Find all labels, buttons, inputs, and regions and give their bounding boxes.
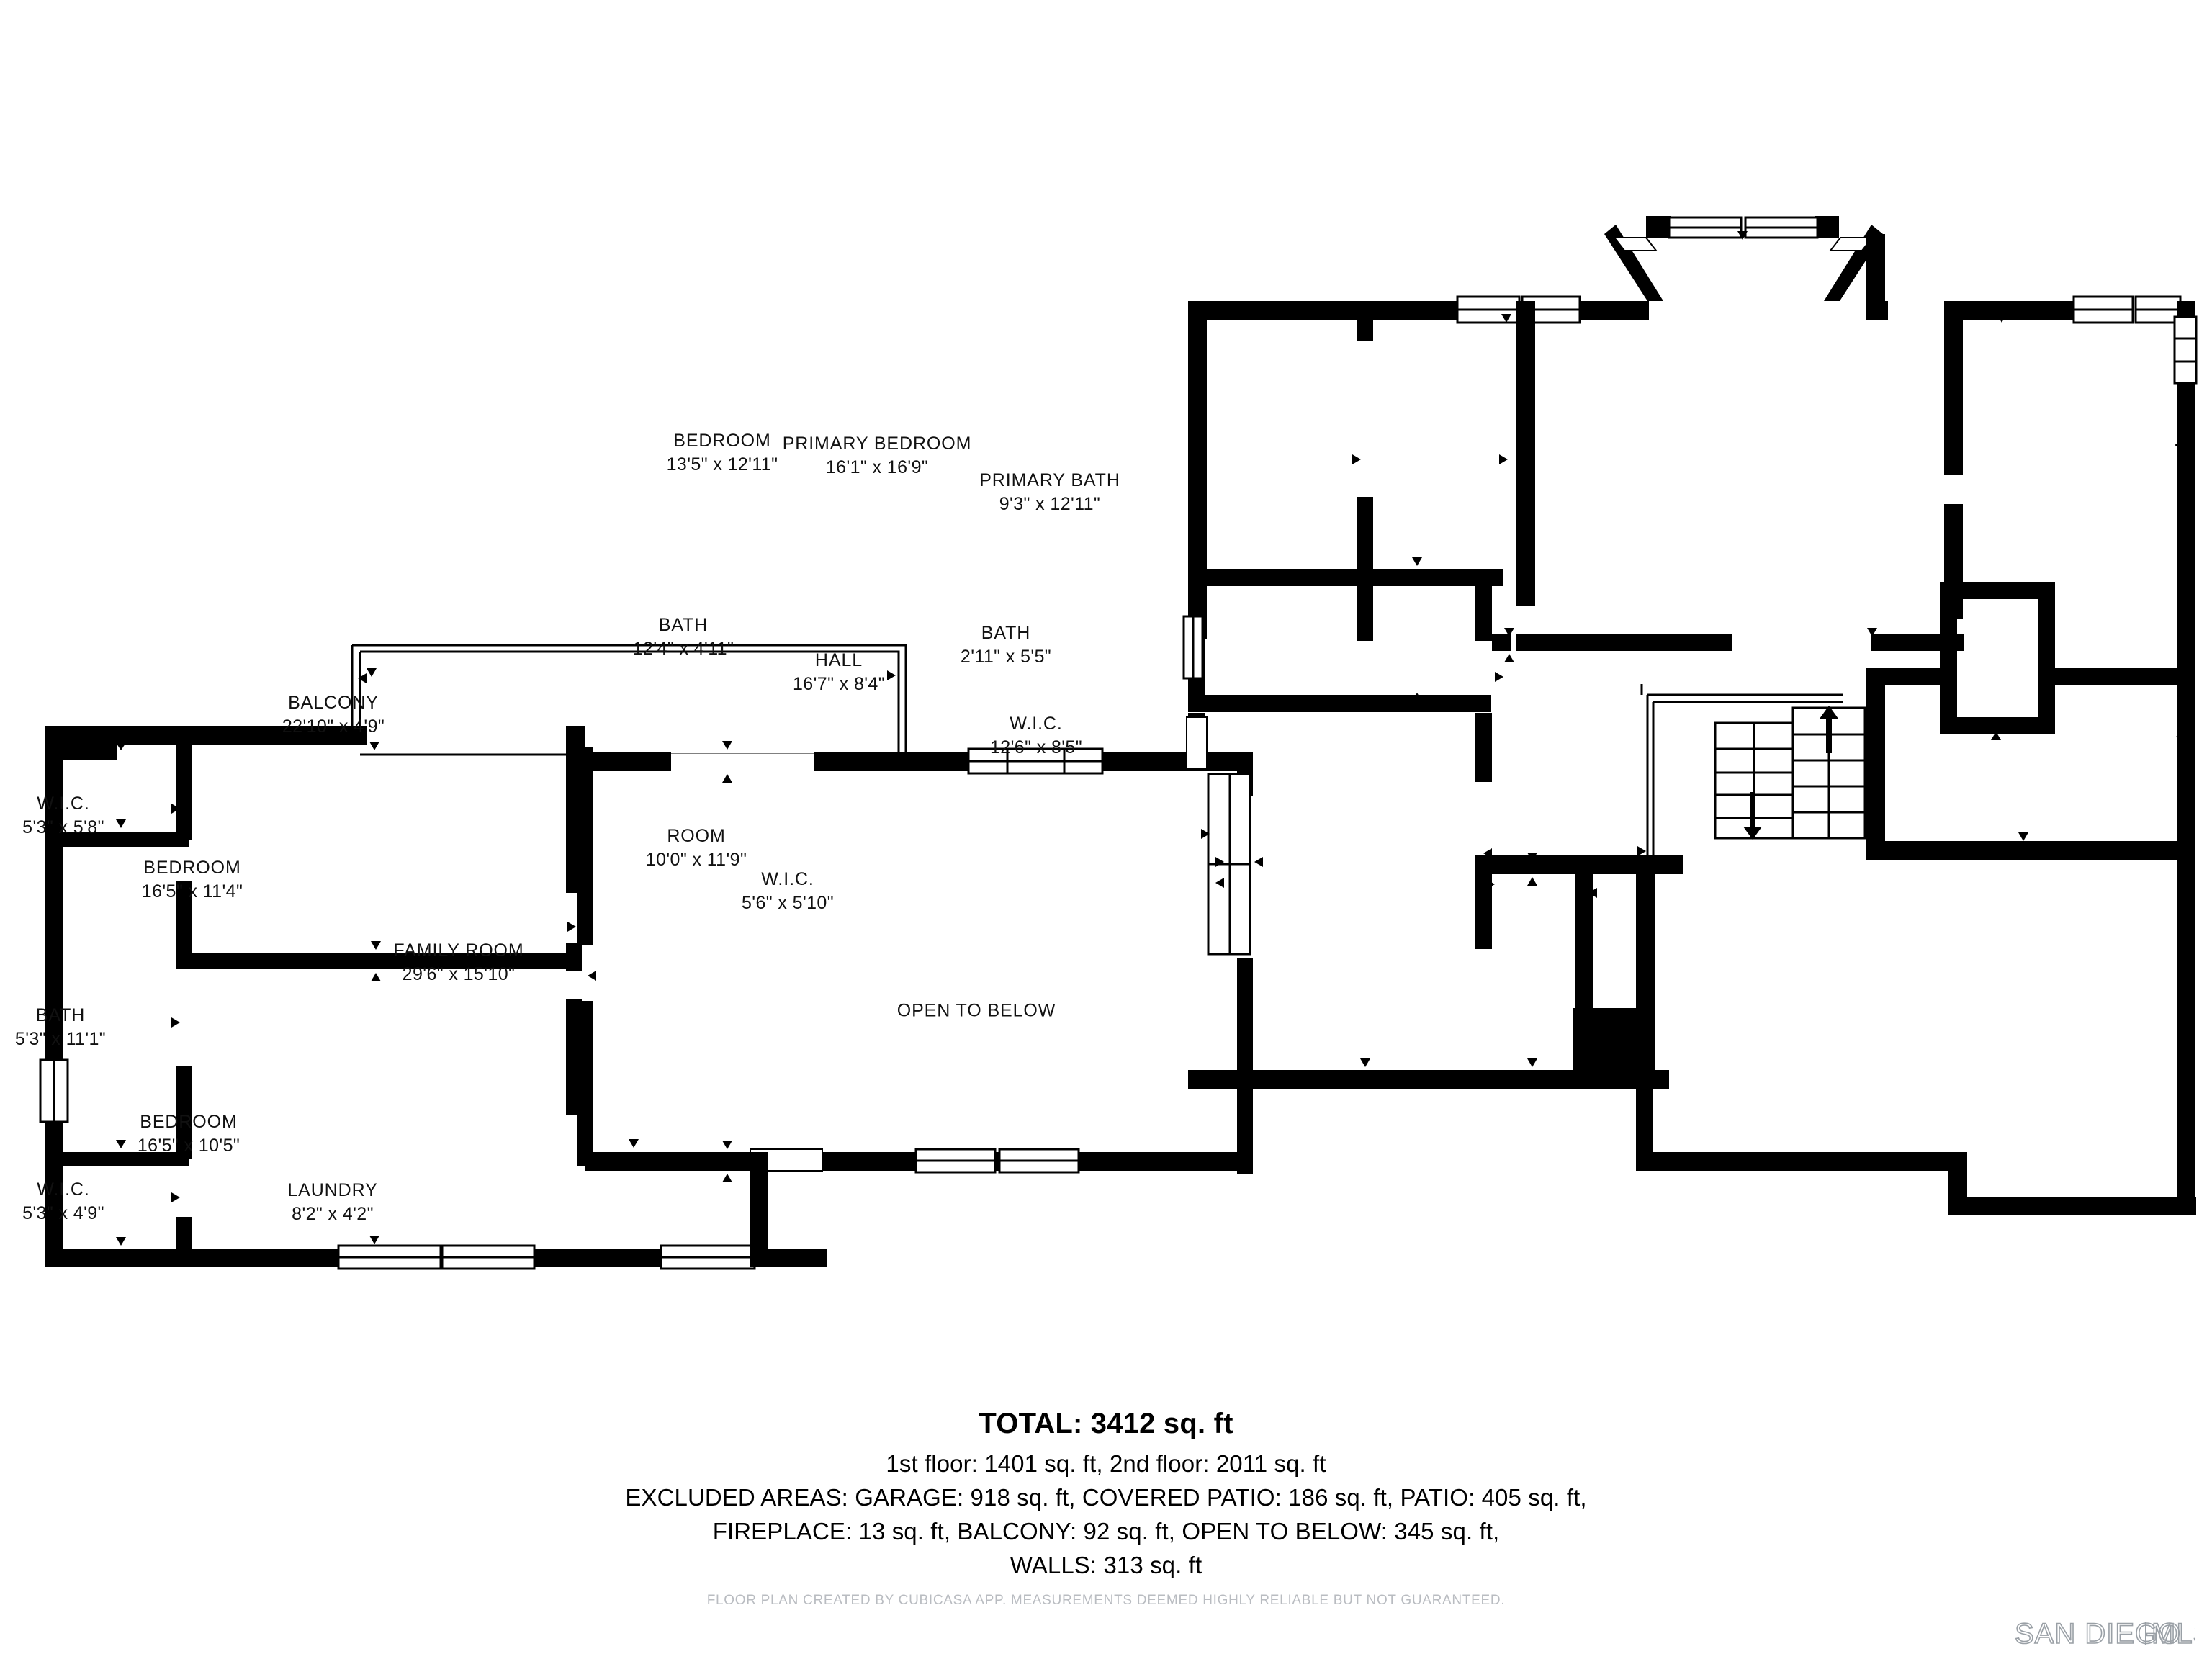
hall-openings bbox=[1492, 634, 1964, 651]
primary-suite-walls bbox=[1866, 582, 2195, 860]
total-area: TOTAL: 3412 sq. ft bbox=[979, 1408, 1233, 1439]
san-diego-mls-logo: SAN DIEGO MLS bbox=[2015, 1613, 2195, 1653]
staircase bbox=[1714, 706, 1866, 840]
floor-plan-drawing bbox=[0, 0, 2212, 1368]
excluded-areas-line-2: FIREPLACE: 13 sq. ft, BALCONY: 92 sq. ft… bbox=[712, 1517, 1500, 1545]
left-bedrooms-walls bbox=[63, 726, 827, 1270]
family-room-walls bbox=[566, 726, 1253, 1267]
disclaimer-text: FLOOR PLAN CREATED BY CUBICASA APP. MEAS… bbox=[706, 1593, 1506, 1608]
open-to-below-walls bbox=[1636, 857, 2196, 1215]
plan-background bbox=[0, 0, 2212, 1368]
excluded-areas-line-1: EXCLUDED AREAS: GARAGE: 918 sq. ft, COVE… bbox=[625, 1483, 1587, 1511]
family-room-sliding-door bbox=[1207, 773, 1251, 956]
floor-breakdown: 1st floor: 1401 sq. ft, 2nd floor: 2011 … bbox=[886, 1450, 1326, 1477]
stair-direction-arrows bbox=[1743, 706, 1838, 840]
hall-railing bbox=[1640, 684, 1843, 875]
area-summary: TOTAL: 3412 sq. ft 1st floor: 1401 sq. f… bbox=[0, 1408, 2212, 1582]
excluded-areas-line-3: WALLS: 313 sq. ft bbox=[1010, 1551, 1202, 1578]
logo-text-secondary: MLS bbox=[2152, 1618, 2195, 1650]
door-markers bbox=[55, 231, 2185, 1246]
balcony-wall-stub bbox=[333, 726, 367, 745]
logo-text-primary: SAN DIEGO bbox=[2015, 1618, 2181, 1650]
center-right-walls bbox=[1182, 569, 1683, 1089]
floor-plan-canvas: W.I.C. 5'3" x 5'8" BEDROOM 16'5" x 11'4"… bbox=[0, 0, 2212, 1368]
